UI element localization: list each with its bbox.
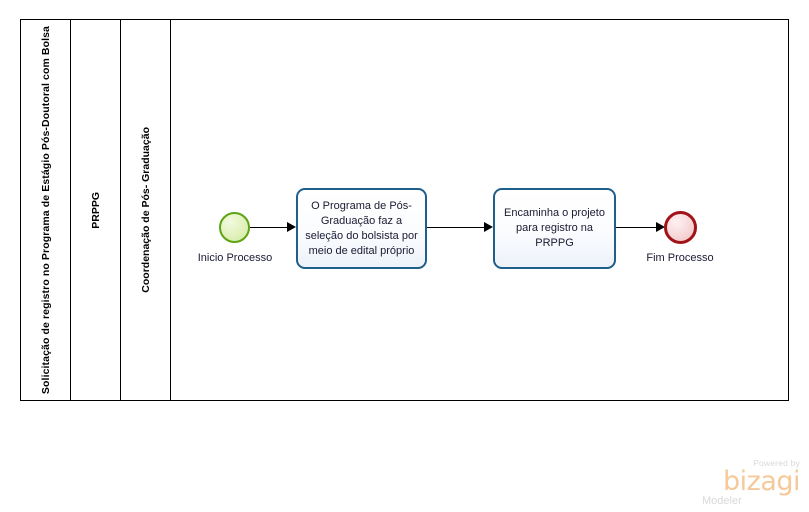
start-event-label: Inicio Processo: [197, 252, 273, 264]
arrowhead-icon: [287, 222, 296, 232]
arrowhead-icon: [484, 222, 493, 232]
pool-header[interactable]: Solicitação de registro no Programa de E…: [21, 20, 71, 400]
bizagi-product-name: Modeler: [702, 495, 742, 507]
lane-coordenacao-header[interactable]: Coordenação de Pós- Graduação: [121, 20, 171, 400]
start-event-icon[interactable]: [219, 212, 250, 243]
bizagi-logo-wordmark: bizagi: [723, 466, 801, 497]
lane-coordenacao[interactable]: Coordenação de Pós- Graduação: [121, 20, 790, 400]
task-encaminha-projeto-label: Encaminha o projeto para registro na PRP…: [504, 207, 605, 249]
sequence-flow-task1-to-task2[interactable]: [427, 227, 485, 229]
bizagi-powered-by-text: Powered by: [753, 458, 800, 468]
end-event-icon[interactable]: [664, 211, 697, 244]
lane-prppg-header[interactable]: PRPPG: [71, 20, 121, 400]
sequence-flow-start-to-task1[interactable]: [250, 227, 288, 229]
task-selecao-bolsista[interactable]: O Programa de Pós-Graduação faz a seleçã…: [296, 188, 427, 269]
lane-coordenacao-label: Coordenação de Pós- Graduação: [139, 127, 152, 293]
end-event-label: Fim Processo: [646, 252, 714, 264]
arrowhead-icon: [656, 222, 665, 232]
lane-coordenacao-body: [171, 20, 790, 400]
lane-prppg[interactable]: PRPPG: [71, 20, 121, 400]
pool-title: Solicitação de registro no Programa de E…: [39, 25, 52, 395]
sequence-flow-task2-to-end[interactable]: [616, 227, 658, 229]
task-encaminha-projeto[interactable]: Encaminha o projeto para registro na PRP…: [493, 188, 616, 269]
task-selecao-bolsista-label: O Programa de Pós-Graduação faz a seleçã…: [305, 199, 418, 257]
bizagi-watermark: Powered by bizagi Modeler: [700, 458, 801, 507]
lane-prppg-label: PRPPG: [89, 191, 102, 229]
